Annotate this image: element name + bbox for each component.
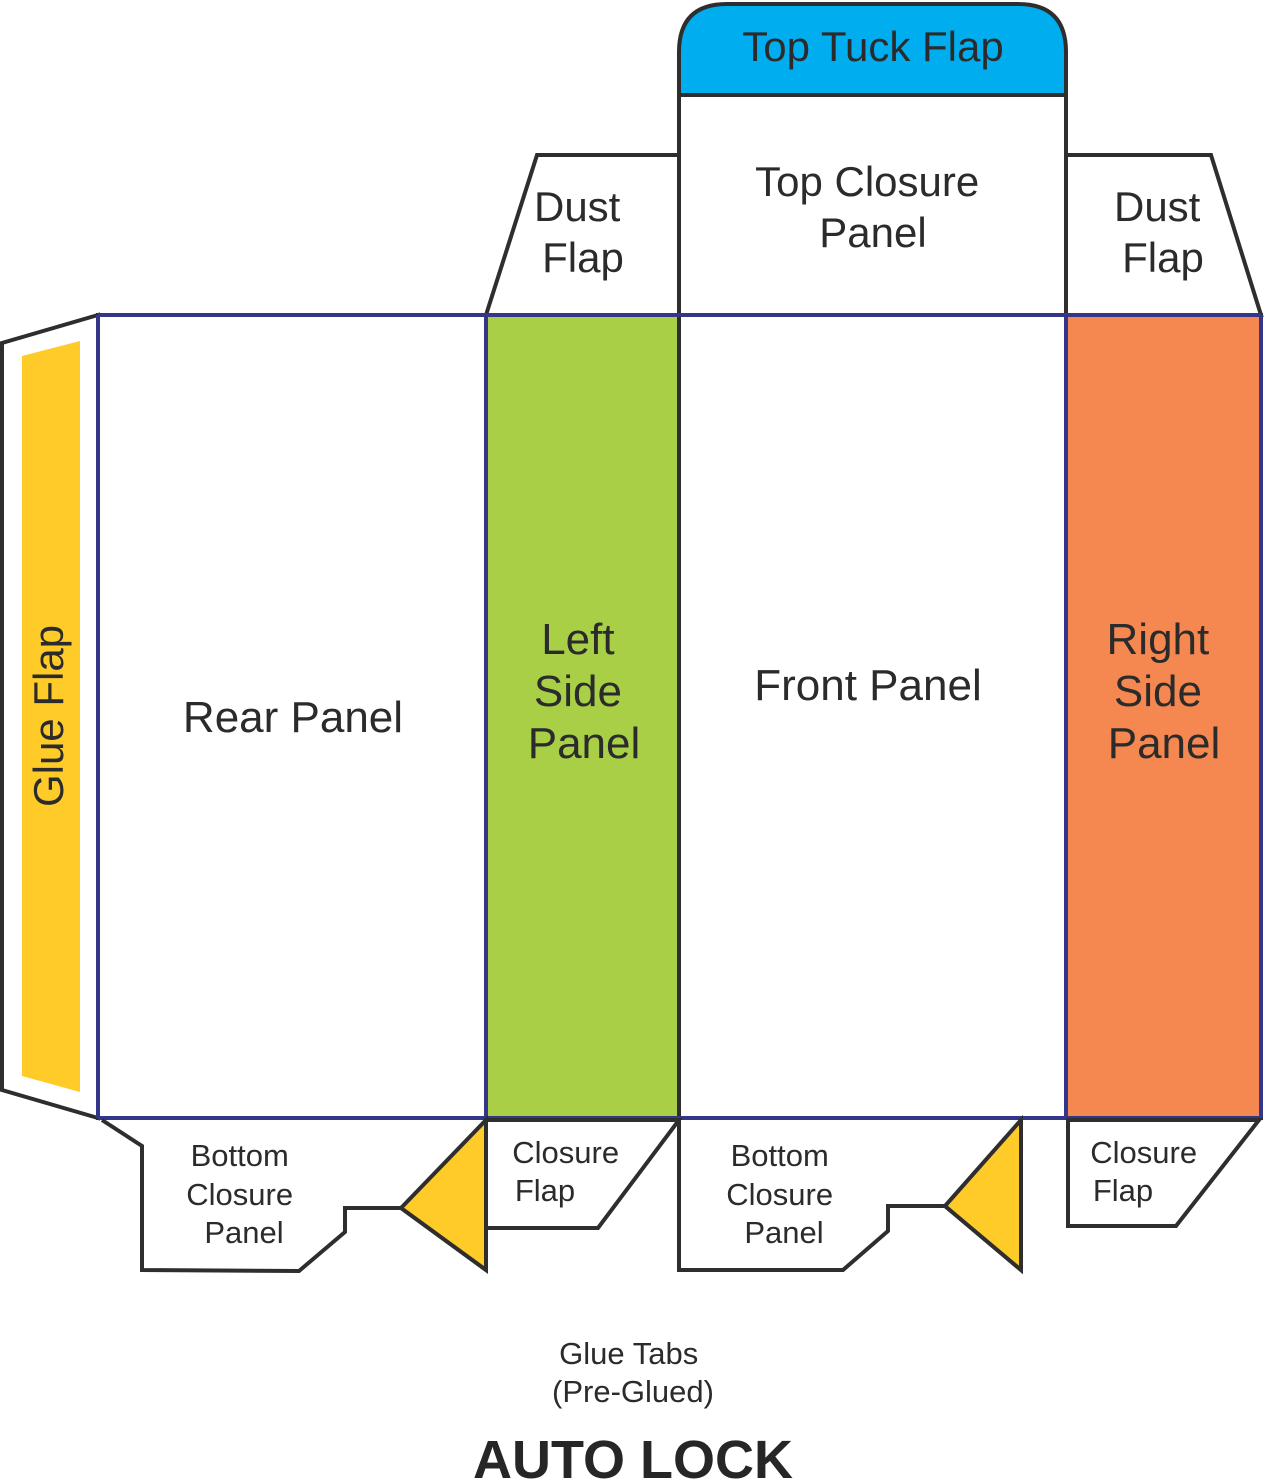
- glue-tab-right: [942, 1114, 1023, 1275]
- top-tuck-flap-label: Top Tuck Flap: [742, 23, 1003, 70]
- closure-flap-left-label: Closure Flap: [512, 1135, 627, 1208]
- front-panel-label: Front Panel: [754, 661, 981, 710]
- right-side-panel: [1064, 313, 1263, 1120]
- glue-tabs-note-line: (Pre-Glued): [552, 1374, 714, 1409]
- bottom-closure-left-label: Bottom Closure Panel: [186, 1138, 301, 1250]
- bottom-closure-right-label-line: Panel: [744, 1215, 823, 1250]
- glue-flap-strip: [22, 341, 80, 1092]
- dust-flap-right-label-line: Flap: [1122, 234, 1204, 281]
- left-side-panel-label-line: Panel: [528, 719, 641, 768]
- top-closure-panel-label: Top Closure Panel: [755, 158, 991, 256]
- front-panel: [677, 313, 1068, 1120]
- dust-flap-left-label-line: Dust: [534, 183, 621, 230]
- dust-flap-left-label-line: Flap: [542, 234, 624, 281]
- bottom-closure-right-label-line: Closure: [726, 1177, 833, 1212]
- bottom-closure-left-label-line: Bottom: [191, 1138, 289, 1173]
- bottom-closure-left-label-line: Panel: [204, 1215, 283, 1250]
- left-side-panel-label: Left Side Panel: [528, 615, 641, 768]
- closure-flap-right: [1066, 1118, 1264, 1228]
- dust-flap-right-label: Dust Flap: [1114, 183, 1212, 281]
- closure-flap-right-label-line: Closure: [1090, 1135, 1197, 1170]
- bottom-closure-left-label-line: Closure: [186, 1177, 293, 1212]
- closure-flap-left-label-line: Closure: [512, 1135, 619, 1170]
- bottom-closure-right-label-line: Bottom: [731, 1138, 829, 1173]
- style-title: AUTO LOCK: [473, 1430, 793, 1481]
- dust-flap-left-label: Dust Flap: [534, 183, 632, 281]
- rear-panel: [96, 313, 488, 1120]
- left-side-panel-label-line: Left: [541, 615, 614, 664]
- top-tuck-flap: [677, 2, 1068, 97]
- closure-flap-left: [484, 1118, 683, 1230]
- top-closure-panel-label-line: Panel: [819, 209, 926, 256]
- glue-tabs-note-line: Glue Tabs: [559, 1336, 698, 1371]
- top-closure-panel-label-line: Top Closure: [755, 158, 979, 205]
- closure-flap-right-label: Closure Flap: [1090, 1135, 1205, 1208]
- left-side-panel-label-line: Side: [534, 667, 622, 716]
- bottom-closure-right-label: Bottom Closure Panel: [726, 1138, 841, 1250]
- glue-flap-label: Glue Flap: [25, 625, 72, 807]
- dust-flap-right-label-line: Dust: [1114, 183, 1201, 230]
- right-side-panel-label: Right Side Panel: [1107, 615, 1222, 768]
- left-side-panel: [484, 313, 681, 1120]
- right-side-panel-label-line: Panel: [1108, 719, 1221, 768]
- right-side-panel-label-line: Right: [1107, 615, 1210, 664]
- top-closure-panel: [677, 93, 1068, 317]
- closure-flap-right-label-line: Flap: [1093, 1173, 1153, 1208]
- right-side-panel-label-line: Side: [1114, 667, 1202, 716]
- glue-tabs-note: Glue Tabs (Pre-Glued): [552, 1336, 714, 1409]
- rear-panel-label: Rear Panel: [183, 693, 403, 742]
- closure-flap-left-label-line: Flap: [515, 1173, 575, 1208]
